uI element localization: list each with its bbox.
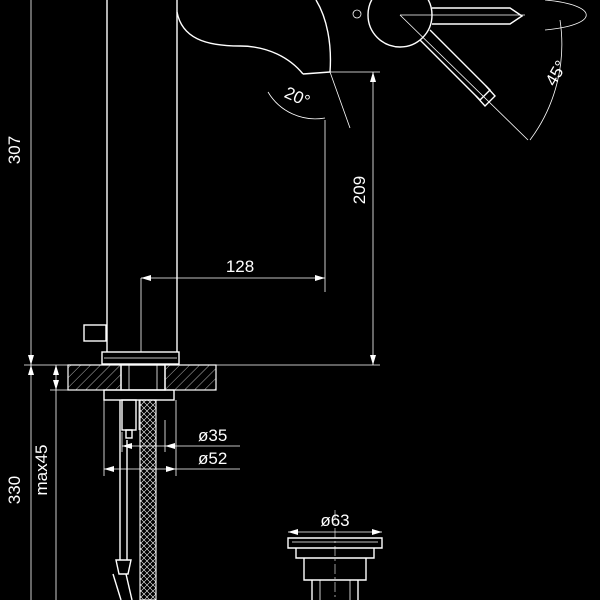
label-under-deck-length: 330 xyxy=(5,476,24,504)
fixing-rod xyxy=(112,400,133,600)
label-height-total: 307 xyxy=(5,136,24,164)
dimension-labels: 307 209 128 20° 45° ø35 ø52 330 max45 ø6… xyxy=(5,57,571,530)
deck-section xyxy=(67,364,217,391)
lever-top-view xyxy=(352,0,587,141)
fixing-assembly xyxy=(103,364,175,439)
label-max-deck-thickness: max45 xyxy=(32,444,51,495)
label-spout-angle: 20° xyxy=(282,83,313,111)
faucet-body xyxy=(83,0,332,352)
supply-hose xyxy=(139,399,157,600)
label-hole-diameter: ø35 xyxy=(198,426,227,445)
dimension-arrowheads xyxy=(28,72,382,535)
label-spout-reach: 128 xyxy=(226,257,254,276)
base-ring xyxy=(101,351,180,365)
label-base-diameter: ø52 xyxy=(198,449,227,468)
dimension-lines xyxy=(24,0,382,600)
label-drain-diameter: ø63 xyxy=(320,511,349,530)
spout-angle-marker xyxy=(267,71,351,129)
label-spout-height: 209 xyxy=(350,176,369,204)
drain-assembly xyxy=(287,510,383,600)
label-lever-angle: 45° xyxy=(542,57,571,89)
